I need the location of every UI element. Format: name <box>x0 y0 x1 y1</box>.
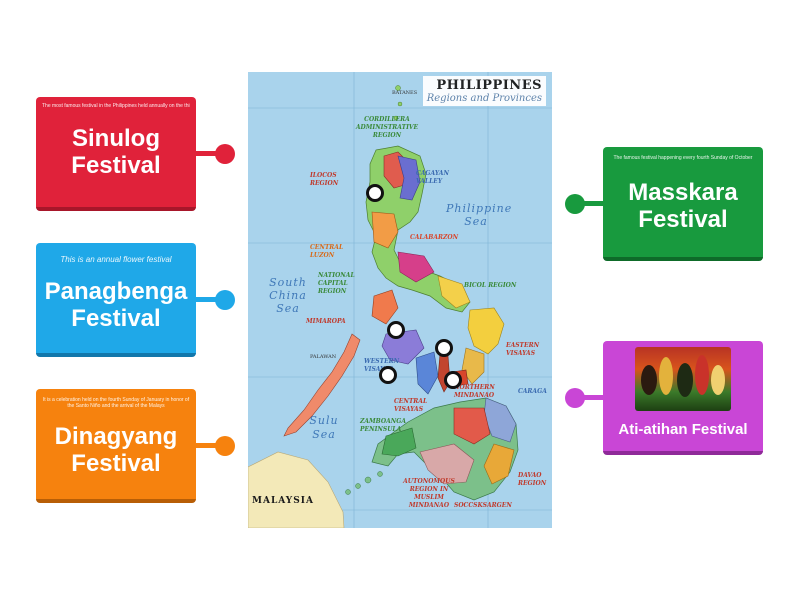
label-cagayan: CAGAYAN VALLEY <box>416 170 449 185</box>
label-zamboanga: ZAMBOANGA PENINSULA <box>360 418 407 433</box>
map-marker-4[interactable] <box>379 366 397 384</box>
map-subtitle: Regions and Provinces <box>426 93 542 104</box>
label-central-visayas: CENTRAL VISAYAS <box>394 398 428 413</box>
card-sinulog-title: Sinulog Festival <box>71 125 161 179</box>
label-south-china-sea: South China Sea <box>269 276 307 315</box>
card-panagbenga[interactable]: This is an annual flower festival Panagb… <box>36 243 196 357</box>
label-cordillera: CORDILLERA ADMINISTRATIVE REGION <box>355 116 419 139</box>
connector-sinulog-dot[interactable] <box>215 144 235 164</box>
label-philippine-sea: Philippine Sea <box>446 202 513 228</box>
label-malaysia: MALAYSIA <box>252 496 314 506</box>
card-masskara-description: The famous festival happening every four… <box>613 155 753 161</box>
label-caraga: CARAGA <box>518 388 547 395</box>
connector-panagbenga-line <box>196 297 218 302</box>
card-dinagyang-description: It is a celebration held on the fourth S… <box>42 397 190 409</box>
card-masskara[interactable]: The famous festival happening every four… <box>603 147 763 261</box>
label-bicol: BICOL REGION <box>464 282 517 289</box>
connector-masskara-dot[interactable] <box>565 194 585 214</box>
connector-dinagyang-dot[interactable] <box>215 436 235 456</box>
connector-panagbenga-dot[interactable] <box>215 290 235 310</box>
connector-ati-atihan-dot[interactable] <box>565 388 585 408</box>
connector-ati-atihan-line <box>581 395 603 400</box>
label-batanes: BATANES <box>392 90 418 96</box>
label-mimaropa: MIMAROPA <box>306 318 346 325</box>
map-marker-1[interactable] <box>366 184 384 202</box>
label-davao: DAVAO REGION <box>518 472 547 487</box>
map-marker-3[interactable] <box>435 339 453 357</box>
card-sinulog-description: The most famous festival in the Philippi… <box>42 103 190 109</box>
label-sulu-sea: Sulu Sea <box>309 414 339 441</box>
card-sinulog[interactable]: The most famous festival in the Philippi… <box>36 97 196 211</box>
card-dinagyang[interactable]: It is a celebration held on the fourth S… <box>36 389 196 503</box>
map-land-svg <box>248 72 552 528</box>
card-panagbenga-title: Panagbenga Festival <box>44 278 188 332</box>
label-western-visayas: WESTERN VISAYAS <box>364 358 400 373</box>
label-palawan: PALAWAN <box>310 354 337 360</box>
map-marker-2[interactable] <box>387 321 405 339</box>
card-dinagyang-title: Dinagyang Festival <box>54 423 178 477</box>
label-ncr: NATIONAL CAPITAL REGION <box>318 272 355 295</box>
card-panagbenga-description: This is an annual flower festival <box>60 255 172 264</box>
label-ilocos: ILOCOS REGION <box>310 172 339 187</box>
card-masskara-title: Masskara Festival <box>628 179 738 233</box>
label-central-luzon: CENTRAL LUZON <box>310 244 344 259</box>
card-ati-atihan[interactable]: Ati-atihan Festival <box>603 341 763 455</box>
connector-sinulog-line <box>196 151 218 156</box>
connector-dinagyang-line <box>196 443 218 448</box>
label-calabarzon: CALABARZON <box>410 234 459 241</box>
label-eastern-visayas: EASTERN VISAYAS <box>506 342 540 357</box>
philippines-map: PHILIPPINES Regions and Provinces CORDIL… <box>248 72 552 528</box>
label-soccsksargen: SOCCSKSARGEN <box>454 502 512 509</box>
map-title: PHILIPPINES <box>436 78 542 93</box>
label-barmm: AUTONOMOUS REGION IN MUSLIM MINDANAO <box>403 478 455 509</box>
card-ati-atihan-title: Ati-atihan Festival <box>618 421 748 438</box>
map-marker-5[interactable] <box>444 371 462 389</box>
label-northern-mindanao: NORTHERN MINDANAO <box>454 384 495 399</box>
ati-atihan-photo <box>635 347 731 411</box>
connector-masskara-line <box>581 201 603 206</box>
